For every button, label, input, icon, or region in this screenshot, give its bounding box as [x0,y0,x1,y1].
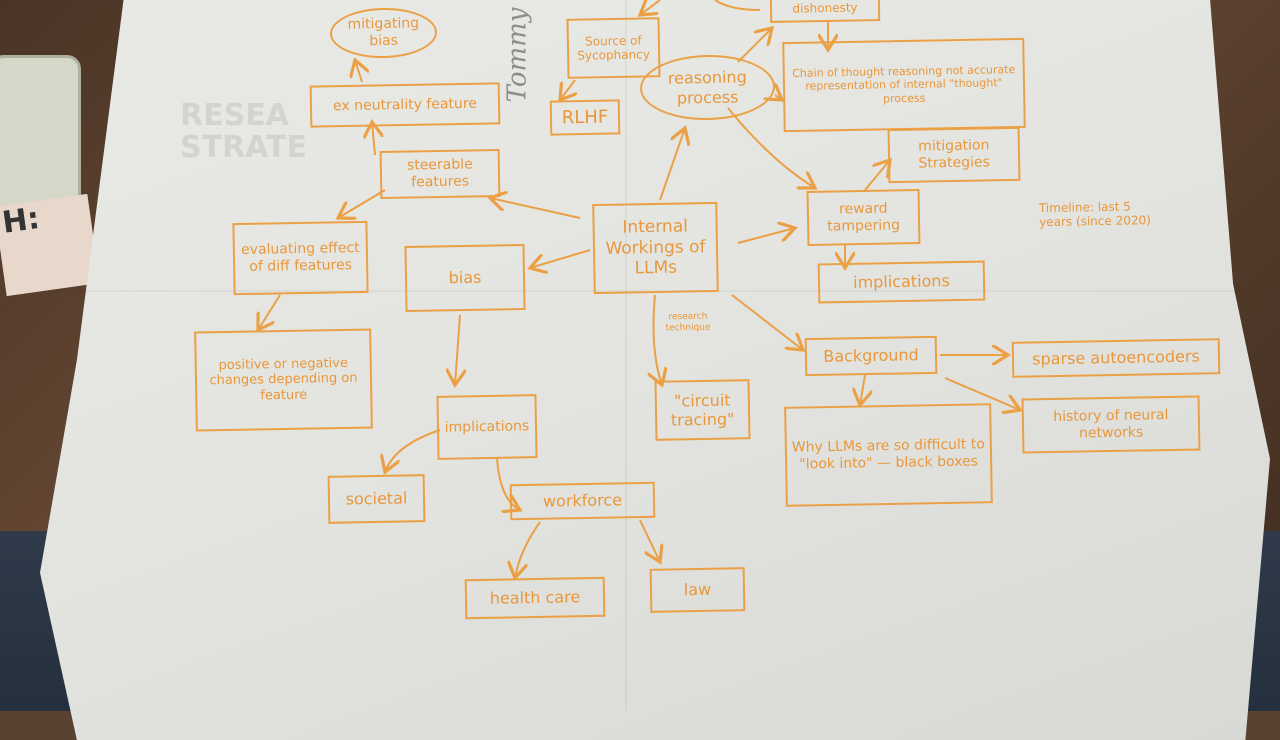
node-dishonesty: dishonesty [769,0,881,23]
node-reward-tampering: reward tampering [806,189,921,246]
arrow [372,122,375,156]
center-node: Internal Workings of LLMs [592,201,719,295]
node-circuit-tracing: "circuit tracing" [654,379,751,441]
arrow [355,60,362,83]
arrow [530,249,591,268]
arrow [775,95,782,100]
arrow [727,107,815,188]
node-chain-of-thought: Chain of thought reasoning not accurate … [782,37,1026,133]
node-health-care: health care [464,576,606,620]
node-implications-left: implications [436,394,538,460]
node-why-llms-difficult: Why LLMs are so difficult to "look into"… [784,403,993,507]
paper-fold [625,0,627,711]
arrow [659,128,685,201]
node-law: law [649,567,746,613]
arrow [714,0,761,11]
arrow [639,519,660,562]
arrows [0,0,1280,711]
poster-text: STRATE [180,129,308,165]
arrow [860,374,865,405]
node-background: Background [804,335,938,377]
arrow [731,294,803,350]
node-rlhf: RLHF [549,99,621,136]
arrow [640,0,661,15]
timeline-note: Timeline: last 5 years (since 2020) [1038,199,1151,230]
node-history-neural-networks: history of neural networks [1021,395,1201,454]
node-mitigation-strategies: mitigation Strategies [887,126,1021,184]
paper-fold [60,290,1240,292]
node-positive-negative: positive or negative changes depending o… [194,328,373,432]
arrow [944,377,1020,410]
arrow [455,314,460,385]
arrow [737,28,772,63]
node-evaluating-effect: evaluating effect of diff features [232,220,369,296]
node-bias: bias [404,243,526,313]
node-societal: societal [327,474,426,524]
arrow [864,160,890,191]
arrow [654,294,662,385]
arrow [385,429,441,472]
node-implications-right: implications [817,260,986,304]
arrow [560,79,575,100]
arrow [338,189,386,218]
node-ex-neutrality-feature: ex neutrality feature [309,82,501,128]
node-workforce: workforce [509,481,656,521]
arrow [496,457,520,510]
node-sparse-autoencoders: sparse autoencoders [1011,338,1221,378]
arrow [515,521,541,578]
arrow [490,198,581,219]
poster-text: RESEA [180,98,289,133]
arrow [737,228,795,244]
research-technique-label: research technique [665,311,711,334]
arrow [258,294,281,330]
node-steerable-features: steerable features [379,148,501,200]
